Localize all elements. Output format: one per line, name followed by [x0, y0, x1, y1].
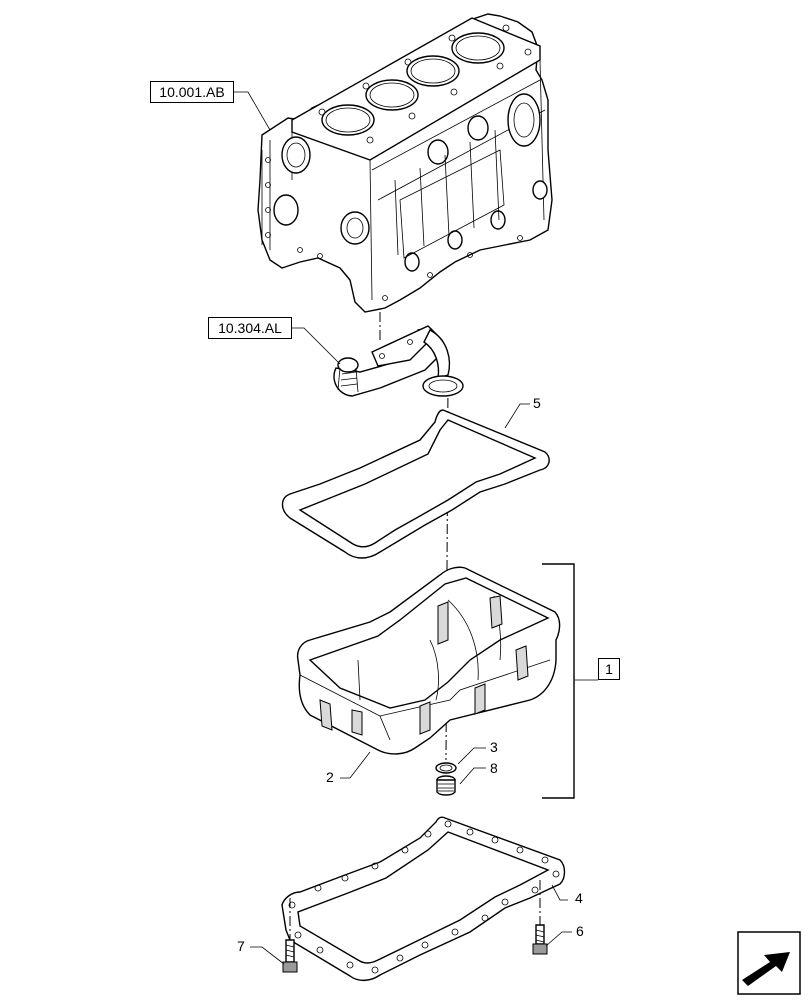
drain-plug-washer	[435, 762, 457, 774]
engine-block-reference[interactable]: 10.001.AB	[150, 81, 234, 103]
callout-bolt-left: 7	[237, 938, 245, 954]
oil-pickup-tube	[333, 325, 464, 397]
callout-oil-pan: 2	[326, 769, 334, 785]
drain-plug	[436, 775, 456, 796]
callout-lower-gasket: 4	[575, 890, 583, 906]
lower-gasket	[281, 816, 566, 982]
arrow-navigation-icon[interactable]	[737, 931, 801, 995]
callout-oil-pan-assembly: 1	[598, 658, 620, 680]
bolt-left	[282, 939, 298, 973]
callout-upper-gasket: 5	[533, 395, 541, 411]
callout-drain-plug: 8	[490, 760, 498, 776]
oil-pickup-reference[interactable]: 10.304.AL	[208, 317, 292, 339]
bolt-right	[532, 924, 548, 955]
leader-lines	[234, 91, 598, 965]
assembly-bracket	[542, 563, 575, 799]
callout-bolt-right: 6	[576, 923, 584, 939]
oil-pan	[296, 566, 561, 755]
engine-block	[257, 13, 553, 313]
callout-drain-plug-washer: 3	[490, 739, 498, 755]
upper-gasket	[281, 409, 550, 559]
